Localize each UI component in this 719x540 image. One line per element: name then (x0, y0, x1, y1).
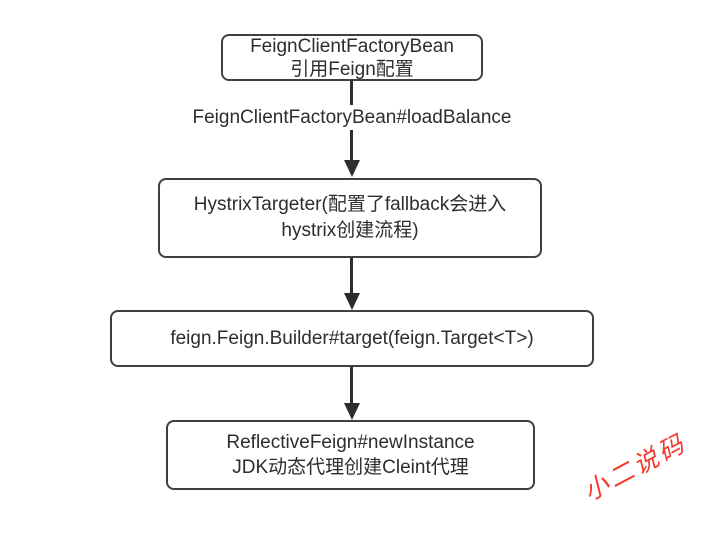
node-line: feign.Feign.Builder#target(feign.Target<… (170, 328, 534, 349)
node-line: hystrix创建流程) (281, 220, 419, 241)
node-line: FeignClientFactoryBean (250, 35, 454, 57)
node-line: ReflectiveFeign#newInstance (226, 432, 475, 453)
arrow-down-icon (343, 160, 360, 177)
flow-node-feign-client-factory-bean: FeignClientFactoryBean 引用Feign配置 (221, 34, 483, 81)
connector-line-2 (350, 258, 353, 294)
node-line: JDK动态代理创建Cleint代理 (232, 457, 469, 478)
connector-line-3 (350, 367, 353, 404)
flow-node-hystrix-targeter: HystrixTargeter(配置了fallback会进入 hystrix创建… (158, 178, 542, 258)
node-line: 引用Feign配置 (290, 58, 414, 80)
arrow-down-icon (343, 403, 360, 420)
flow-node-reflective-feign-new-instance: ReflectiveFeign#newInstance JDK动态代理创建Cle… (166, 420, 535, 490)
edge-label-load-balance: FeignClientFactoryBean#loadBalance (188, 105, 516, 130)
flow-node-feign-builder-target: feign.Feign.Builder#target(feign.Target<… (110, 310, 594, 367)
node-line: HystrixTargeter(配置了fallback会进入 (193, 194, 507, 215)
arrow-down-icon (343, 293, 360, 310)
watermark-text: 小二说码 (578, 428, 692, 507)
